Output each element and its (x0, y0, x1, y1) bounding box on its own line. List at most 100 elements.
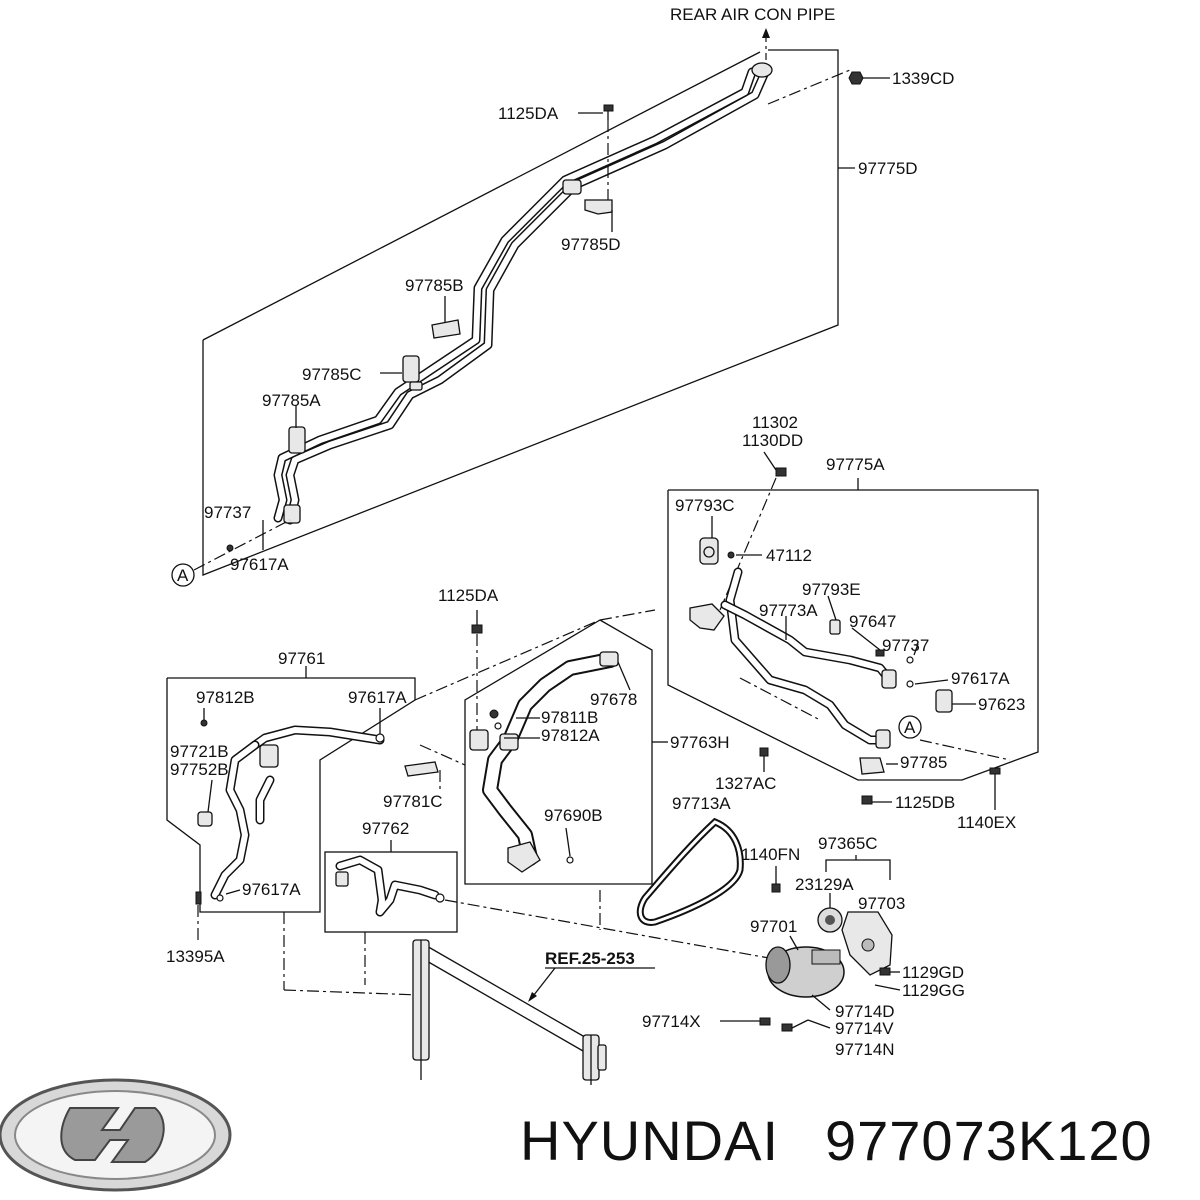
bracket-97721B (259, 744, 279, 768)
label-97762: 97762 (362, 819, 409, 838)
brand-name: HYUNDAI (520, 1109, 779, 1172)
label-1140FN: 1140FN (741, 845, 800, 864)
clip-13395A (195, 891, 202, 905)
clip-97793E (829, 619, 841, 635)
label-97785B: 97785B (405, 276, 464, 295)
label-97811B: 97811B (541, 708, 598, 727)
fitting-97617A-right (906, 680, 914, 688)
label-97703: 97703 (858, 894, 905, 913)
clamp-97785 (859, 757, 885, 775)
fitting-97617A-low (216, 894, 224, 902)
nut-1339CD (848, 71, 864, 85)
label-97781C: 97781C (383, 792, 443, 811)
drive-belt-97713A (636, 817, 744, 926)
label-97713A: 97713A (672, 794, 731, 813)
label-1140EX: 1140EX (957, 813, 1016, 832)
compressor-97701 (765, 946, 845, 998)
label-1129GD: 1129GD (902, 963, 964, 982)
bolt-97714D (811, 994, 831, 1011)
label-97785A: 97785A (262, 391, 321, 410)
label-97785D: 97785D (561, 235, 621, 254)
bolt-1140EX (989, 767, 1001, 775)
label-97737-right: 97737 (882, 636, 929, 655)
label-97785C: 97785C (302, 365, 362, 384)
bracket-97703 (841, 911, 893, 976)
callout-a-right: A (898, 715, 922, 739)
front-pipe-assembly-frame (667, 478, 1039, 781)
label-1339CD: 1339CD (892, 69, 954, 88)
fitting-97737-right (906, 656, 914, 664)
label-ref-25-253: REF.25-253 (545, 949, 635, 968)
label-1327AC: 1327AC (715, 774, 776, 793)
label-1130DD: 1130DD (742, 431, 803, 450)
bolt-1140FN (771, 866, 781, 893)
rear-air-con-pipe-label: REAR AIR CON PIPE (670, 5, 835, 24)
label-97714N: 97714N (835, 1040, 895, 1059)
label-97773A: 97773A (759, 601, 818, 620)
o-ring-47112 (727, 551, 735, 559)
clamp-97785D (562, 179, 613, 215)
label-11302: 11302 (752, 413, 798, 432)
bracket-97781C (404, 744, 466, 790)
pipe-end-fitting (751, 62, 773, 78)
label-97793E: 97793E (802, 580, 861, 599)
label-97812B: 97812B (196, 688, 255, 707)
bolt-97812B (200, 719, 208, 727)
header-arrow (762, 28, 770, 60)
label-97761: 97761 (278, 649, 325, 668)
bracket-97752B (197, 811, 213, 827)
label-97721B: 97721B (170, 742, 229, 761)
idler-pulley-23129A (817, 893, 843, 933)
label-97775A: 97775A (826, 455, 885, 474)
suction-hose-frame (464, 619, 668, 885)
liquid-tube-frame (324, 840, 458, 933)
bolt-1125DA-mid (471, 610, 483, 740)
label-97752B: 97752B (170, 760, 229, 779)
label-97793C: 97793C (675, 496, 735, 515)
label-97812A: 97812A (541, 726, 600, 745)
label-1125DA-top: 1125DA (498, 104, 559, 123)
clamp-97785C (402, 355, 423, 391)
label-97714X: 97714X (642, 1012, 701, 1031)
bolt-97812A (489, 709, 499, 719)
label-97701: 97701 (750, 917, 797, 936)
label-97623: 97623 (978, 695, 1025, 714)
o-ring-97812A (494, 722, 502, 730)
label-97678: 97678 (590, 690, 637, 709)
label-97714V: 97714V (835, 1019, 894, 1038)
bolt-1125DB (861, 795, 873, 805)
bolt-11302 (775, 467, 787, 477)
valve-97793C (699, 537, 719, 565)
label-97647: 97647 (849, 612, 896, 631)
rear-pipe-assembly-frame (202, 49, 855, 576)
callout-a-left: A (171, 519, 291, 587)
cap-97623 (935, 689, 953, 713)
bolt-1125DA-top (603, 104, 614, 200)
hyundai-logo-icon (0, 1078, 232, 1192)
label-97617A-left: 97617A (230, 555, 289, 574)
label-97365C: 97365C (818, 834, 878, 853)
label-97690B: 97690B (544, 806, 603, 825)
nut-1327AC (759, 747, 769, 772)
liquid-tube (335, 855, 445, 917)
label-97714D: 97714D (835, 1002, 895, 1021)
label-13395A: 13395A (166, 947, 225, 966)
label-1125DA-mid: 1125DA (438, 586, 499, 605)
label-97775D: 97775D (858, 159, 918, 178)
svg-text:A: A (904, 718, 916, 737)
bolt-97714X (720, 1017, 771, 1026)
discharge-hose-frame (166, 666, 416, 913)
fitting-97773A (689, 603, 725, 631)
rear-air-con-pipe (273, 62, 773, 525)
fitting-97737-left (226, 544, 234, 552)
label-97617A-mid: 97617A (348, 688, 407, 707)
bolt-97714V (781, 1019, 831, 1032)
label-97617A-right: 97617A (951, 669, 1010, 688)
clamp-97785A (288, 426, 306, 454)
fitting-97617A-mid (375, 733, 385, 743)
label-23129A: 23129A (795, 875, 854, 894)
condenser (412, 939, 607, 1085)
label-97737-left: 97737 (204, 503, 251, 522)
label-1125DB: 1125DB (895, 793, 955, 812)
